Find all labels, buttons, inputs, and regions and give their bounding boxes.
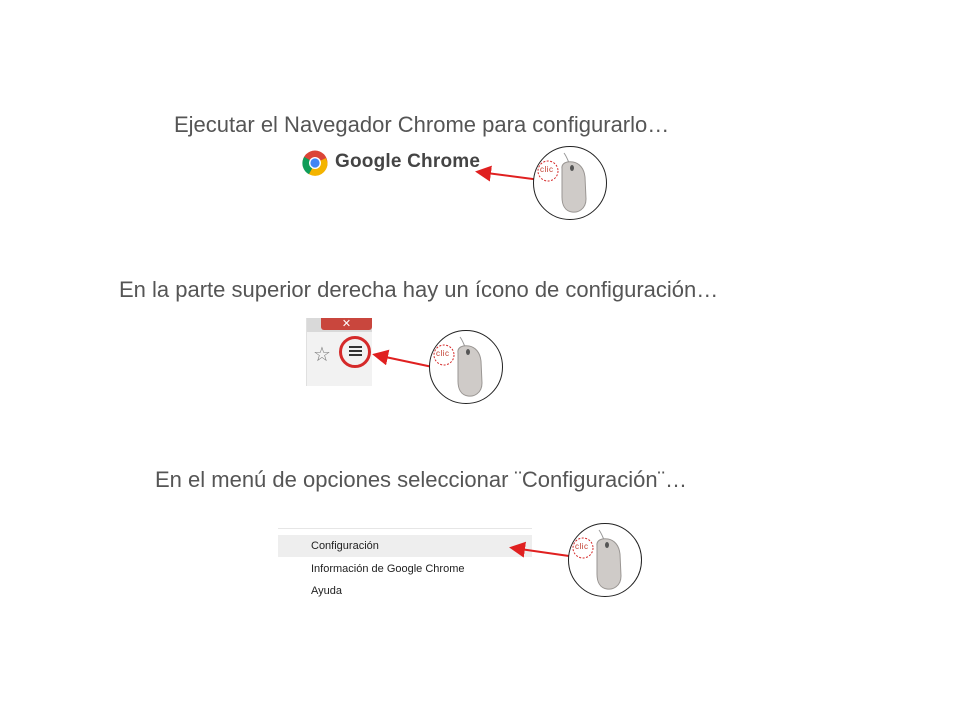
step2-instruction: En la parte superior derecha hay un ícon…: [119, 277, 719, 302]
click-label: clic: [436, 349, 450, 358]
mouse-icon: [433, 336, 483, 397]
mouse-click-indicator: clic: [533, 146, 607, 220]
mouse-click-indicator: clic: [429, 330, 503, 404]
chrome-logo-text[interactable]: Google Chrome: [335, 151, 481, 172]
window-close-button[interactable]: ✕: [321, 318, 372, 330]
mouse-icon: [572, 529, 622, 590]
highlight-ring: [339, 336, 371, 368]
chrome-icon[interactable]: [302, 150, 328, 176]
menu-item-informacion[interactable]: Información de Google Chrome: [311, 563, 465, 575]
menu-item-configuracion[interactable]: Configuración: [278, 535, 532, 557]
click-label: clic: [540, 165, 554, 174]
star-icon[interactable]: ☆: [313, 344, 331, 366]
step3-instruction: En el menú de opciones seleccionar ¨Conf…: [155, 467, 687, 492]
mouse-click-indicator: clic: [568, 523, 642, 597]
options-menu: Configuración Información de Google Chro…: [278, 528, 532, 597]
step1-instruction: Ejecutar el Navegador Chrome para config…: [174, 112, 670, 137]
click-label: clic: [575, 542, 589, 551]
menu-item-ayuda[interactable]: Ayuda: [311, 585, 342, 597]
mouse-icon: [537, 152, 587, 213]
